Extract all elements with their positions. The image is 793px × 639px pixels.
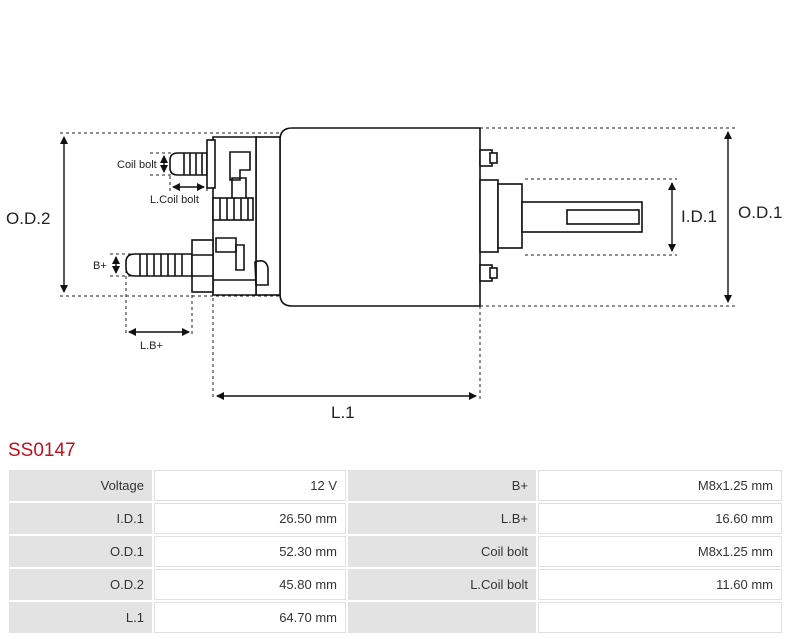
spec-key: L.B+ xyxy=(348,503,536,534)
spec-row: O.D.1 52.30 mm Coil bolt M8x1.25 mm xyxy=(9,536,782,567)
b-plus-label: B+ xyxy=(93,260,107,272)
od2-label: O.D.2 xyxy=(6,209,50,228)
spec-key: O.D.1 xyxy=(9,536,152,567)
lb-plus-label: L.B+ xyxy=(140,340,163,352)
spec-row: O.D.2 45.80 mm L.Coil bolt 11.60 mm xyxy=(9,569,782,600)
id1-label: I.D.1 xyxy=(681,207,717,226)
dimension-arrows xyxy=(60,131,732,400)
spec-value: 11.60 mm xyxy=(538,569,782,600)
spec-value: 12 V xyxy=(154,470,346,501)
spec-value: 45.80 mm xyxy=(154,569,346,600)
spec-row: Voltage 12 V B+ M8x1.25 mm xyxy=(9,470,782,501)
spec-value: 64.70 mm xyxy=(154,602,346,633)
solenoid-technical-drawing: O.D.2 O.D.1 I.D.1 L.1 Coil bolt L.Coil b… xyxy=(6,127,782,422)
spec-row: I.D.1 26.50 mm L.B+ 16.60 mm xyxy=(9,503,782,534)
spec-row: L.1 64.70 mm xyxy=(9,602,782,633)
l-coil-bolt-label: L.Coil bolt xyxy=(150,194,199,206)
spec-value: 52.30 mm xyxy=(154,536,346,567)
spec-key: L.1 xyxy=(9,602,152,633)
spec-table: Voltage 12 V B+ M8x1.25 mm I.D.1 26.50 m… xyxy=(7,468,784,635)
spec-key: O.D.2 xyxy=(9,569,152,600)
spec-value: 16.60 mm xyxy=(538,503,782,534)
solenoid-body xyxy=(125,127,643,307)
od1-label: O.D.1 xyxy=(738,203,782,222)
spec-value: M8x1.25 mm xyxy=(538,536,782,567)
part-code: SS0147 xyxy=(8,440,76,461)
spec-value: M8x1.25 mm xyxy=(538,470,782,501)
spec-key: L.Coil bolt xyxy=(348,569,536,600)
spec-key: B+ xyxy=(348,470,536,501)
spec-value xyxy=(538,602,782,633)
spec-key: Coil bolt xyxy=(348,536,536,567)
spec-key xyxy=(348,602,536,633)
spec-key: I.D.1 xyxy=(9,503,152,534)
spec-value: 26.50 mm xyxy=(154,503,346,534)
coil-bolt-label: Coil bolt xyxy=(117,159,157,171)
spec-key: Voltage xyxy=(9,470,152,501)
l1-label: L.1 xyxy=(331,403,355,422)
